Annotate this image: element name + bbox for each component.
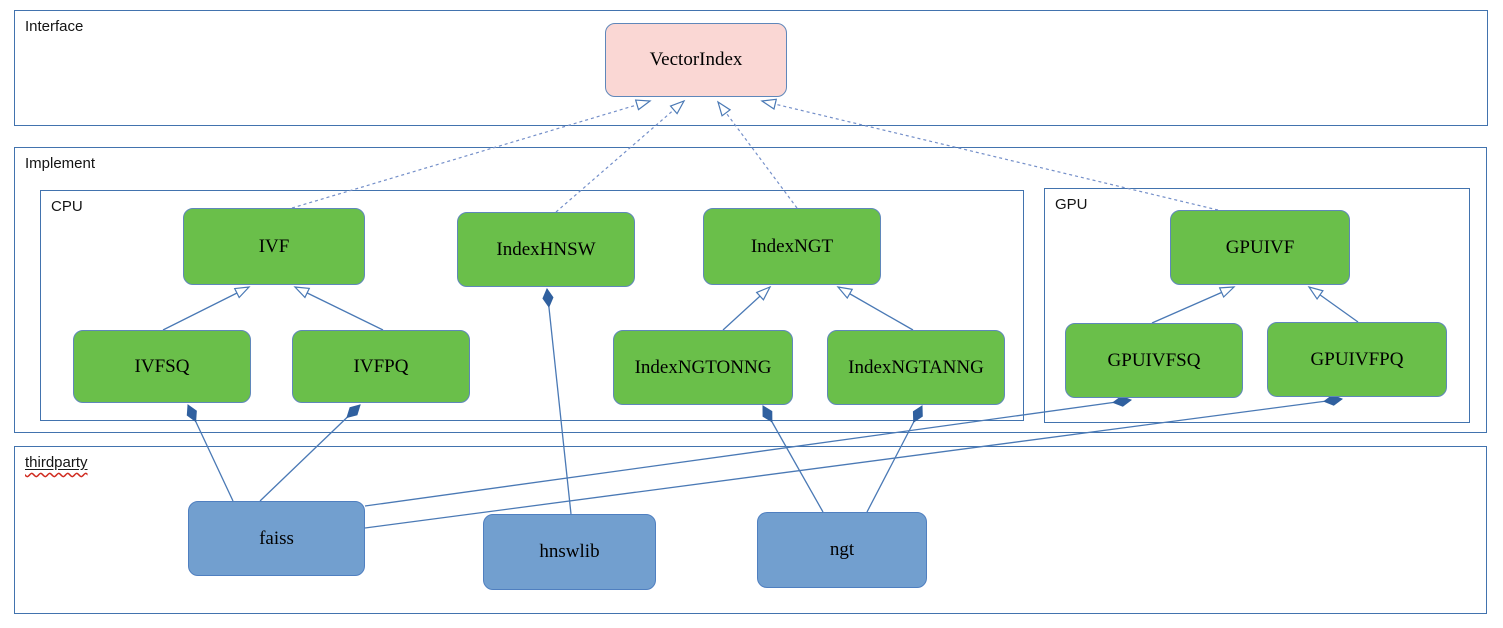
node-ivf-label: IVF <box>258 235 290 257</box>
edge-ngt-indexngtanng <box>866 405 923 513</box>
node-gpuivf: GPUIVF <box>1170 210 1350 285</box>
frame-gpu: GPU <box>1044 188 1470 423</box>
edge-ivfpq-ivf <box>293 286 384 331</box>
node-indexngt-label: IndexNGT <box>750 235 834 257</box>
node-indexngtonng: IndexNGTONNG <box>613 330 793 405</box>
section-label-thirdparty: thirdparty <box>25 454 88 471</box>
section-label-interface: Interface <box>25 18 84 35</box>
edge-faiss-gpuivfsq <box>364 395 1133 507</box>
node-vectorindex-label: VectorIndex <box>649 49 743 70</box>
node-ivfpq-label: IVFPQ <box>353 355 409 377</box>
section-label-cpu: CPU <box>51 198 83 215</box>
node-hnswlib: hnswlib <box>483 514 656 590</box>
node-indexngtanng: IndexNGTANNG <box>827 330 1005 405</box>
node-ivfsq-label: IVFSQ <box>134 355 190 377</box>
edge-indexhnsw-vectorindex <box>555 99 686 213</box>
node-indexngt: IndexNGT <box>703 208 881 285</box>
frame-implement: Implement <box>14 147 1487 433</box>
node-gpuivfpq: GPUIVFPQ <box>1267 322 1447 397</box>
edge-indexngt-vectorindex <box>716 100 798 209</box>
edge-faiss-ivfsq <box>186 404 234 502</box>
edge-faiss-ivfpq <box>259 404 361 502</box>
node-ngt: ngt <box>757 512 927 588</box>
edge-ngt-indexngtonng <box>762 405 824 513</box>
node-indexngtonng-label: IndexNGTONNG <box>634 356 772 378</box>
frame-cpu: CPU <box>40 190 1024 421</box>
node-gpuivfpq-label: GPUIVFPQ <box>1310 348 1404 370</box>
edge-gpuivfpq-gpuivf <box>1307 285 1359 323</box>
edge-indexngtonng-indexngt <box>722 285 772 331</box>
frame-interface: Interface <box>14 10 1488 126</box>
edge-ivf-vectorindex <box>291 99 652 209</box>
node-gpuivfsq: GPUIVFSQ <box>1065 323 1243 398</box>
node-faiss-label: faiss <box>259 527 294 549</box>
edge-indexngtanng-indexngt <box>836 286 914 331</box>
node-ivfsq: IVFSQ <box>73 330 251 403</box>
node-hnswlib-label: hnswlib <box>539 541 600 562</box>
node-faiss: faiss <box>188 501 365 576</box>
node-gpuivfsq-label: GPUIVFSQ <box>1107 349 1201 371</box>
node-indexhnsw: IndexHNSW <box>457 212 635 287</box>
edge-ivfsq-ivf <box>162 286 251 331</box>
frame-thirdparty: thirdparty <box>14 446 1487 614</box>
node-ivf: IVF <box>183 208 365 285</box>
edge-gpuivf-vectorindex <box>760 98 1219 211</box>
edge-hnswlib-indexhnsw <box>542 287 572 515</box>
node-vectorindex: VectorIndex <box>605 23 787 97</box>
node-indexhnsw-label: IndexHNSW <box>496 238 596 260</box>
section-label-implement: Implement <box>25 155 96 172</box>
node-ngt-label: ngt <box>829 539 855 560</box>
edge-gpuivfsq-gpuivf <box>1151 286 1236 324</box>
node-indexngtanng-label: IndexNGTANNG <box>848 356 984 378</box>
edge-faiss-gpuivfpq <box>364 394 1344 529</box>
section-label-gpu: GPU <box>1055 196 1088 213</box>
node-gpuivf-label: GPUIVF <box>1225 236 1295 258</box>
node-ivfpq: IVFPQ <box>292 330 470 403</box>
